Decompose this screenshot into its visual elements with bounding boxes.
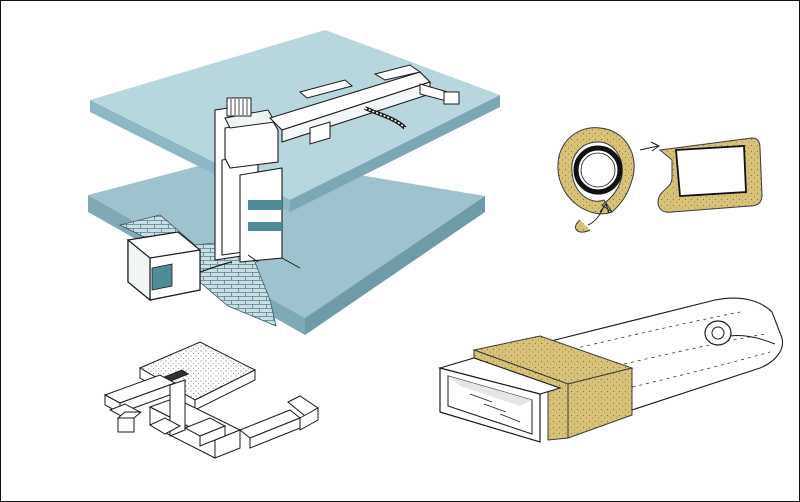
round-duct-wrap xyxy=(557,127,635,233)
wrap-arrow-icon-2 xyxy=(650,141,660,152)
rectangular-duct-wrap xyxy=(639,137,763,213)
return-air-grille xyxy=(226,97,252,117)
rectangular-duct-core xyxy=(675,145,747,197)
indoor-air-handler xyxy=(214,97,301,269)
insulated-rectangular-duct xyxy=(437,297,784,443)
coil-band xyxy=(248,200,282,210)
wrap-arrow-icon xyxy=(599,202,610,214)
ductwork-line-drawing xyxy=(103,341,319,459)
flexible-duct-insulation-wrap xyxy=(557,127,763,233)
round-duct-core xyxy=(573,145,623,195)
condenser-unit xyxy=(127,231,233,302)
building-hvac-installation xyxy=(88,30,500,335)
attic-supply-duct xyxy=(268,64,460,145)
sheet-metal-duct xyxy=(437,357,562,443)
condenser-fan-grille xyxy=(151,263,173,291)
